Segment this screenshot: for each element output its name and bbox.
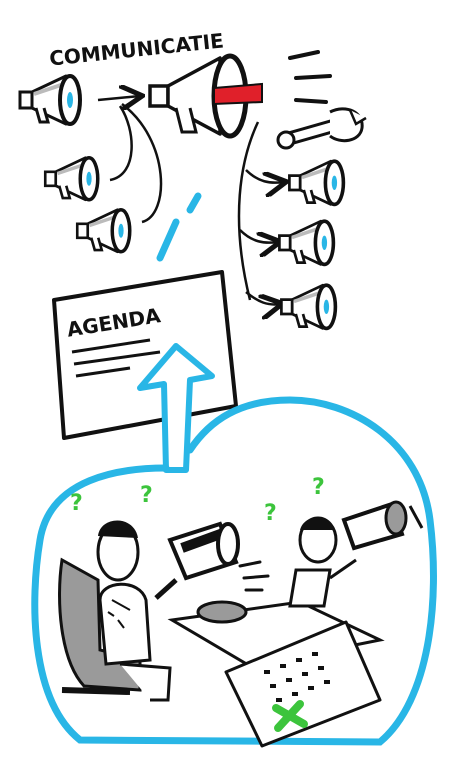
arrow-connector <box>239 229 278 243</box>
title-communicatie: COMMUNICATIE <box>48 28 225 70</box>
question-mark: ? <box>264 501 277 526</box>
big-megaphone-icon <box>148 53 263 139</box>
up-arrow <box>137 343 215 473</box>
green-cross-mark <box>272 700 308 732</box>
question-mark: ? <box>70 491 83 516</box>
table-object <box>196 600 248 624</box>
sound-lines <box>288 50 332 104</box>
megaphone-icon <box>277 219 336 267</box>
megaphone-icon <box>75 207 132 254</box>
flow-stroke <box>186 192 202 214</box>
flow-stroke <box>156 218 180 262</box>
megaphone-icon <box>18 74 82 126</box>
arrow-connector <box>97 96 140 100</box>
agenda-document: AGENDA <box>52 270 238 440</box>
binoculars-icon <box>341 500 424 551</box>
motion-lines <box>238 560 270 592</box>
megaphone-icon <box>43 155 100 202</box>
person-left <box>58 520 172 702</box>
curve-connector <box>121 103 163 224</box>
curve-connector <box>109 105 133 182</box>
branch-connector <box>237 121 260 301</box>
question-mark: ? <box>140 483 153 508</box>
wrench-icon <box>276 107 367 150</box>
megaphone-icon <box>279 283 338 331</box>
meeting-bubble <box>31 396 437 746</box>
megaphone-icon <box>287 159 346 207</box>
arrow-connector <box>245 169 284 183</box>
arrow-connector <box>245 291 280 305</box>
binoculars-icon <box>154 521 240 600</box>
person-right <box>288 516 357 608</box>
question-mark: ? <box>312 475 325 500</box>
calendar-sheet <box>224 620 382 748</box>
